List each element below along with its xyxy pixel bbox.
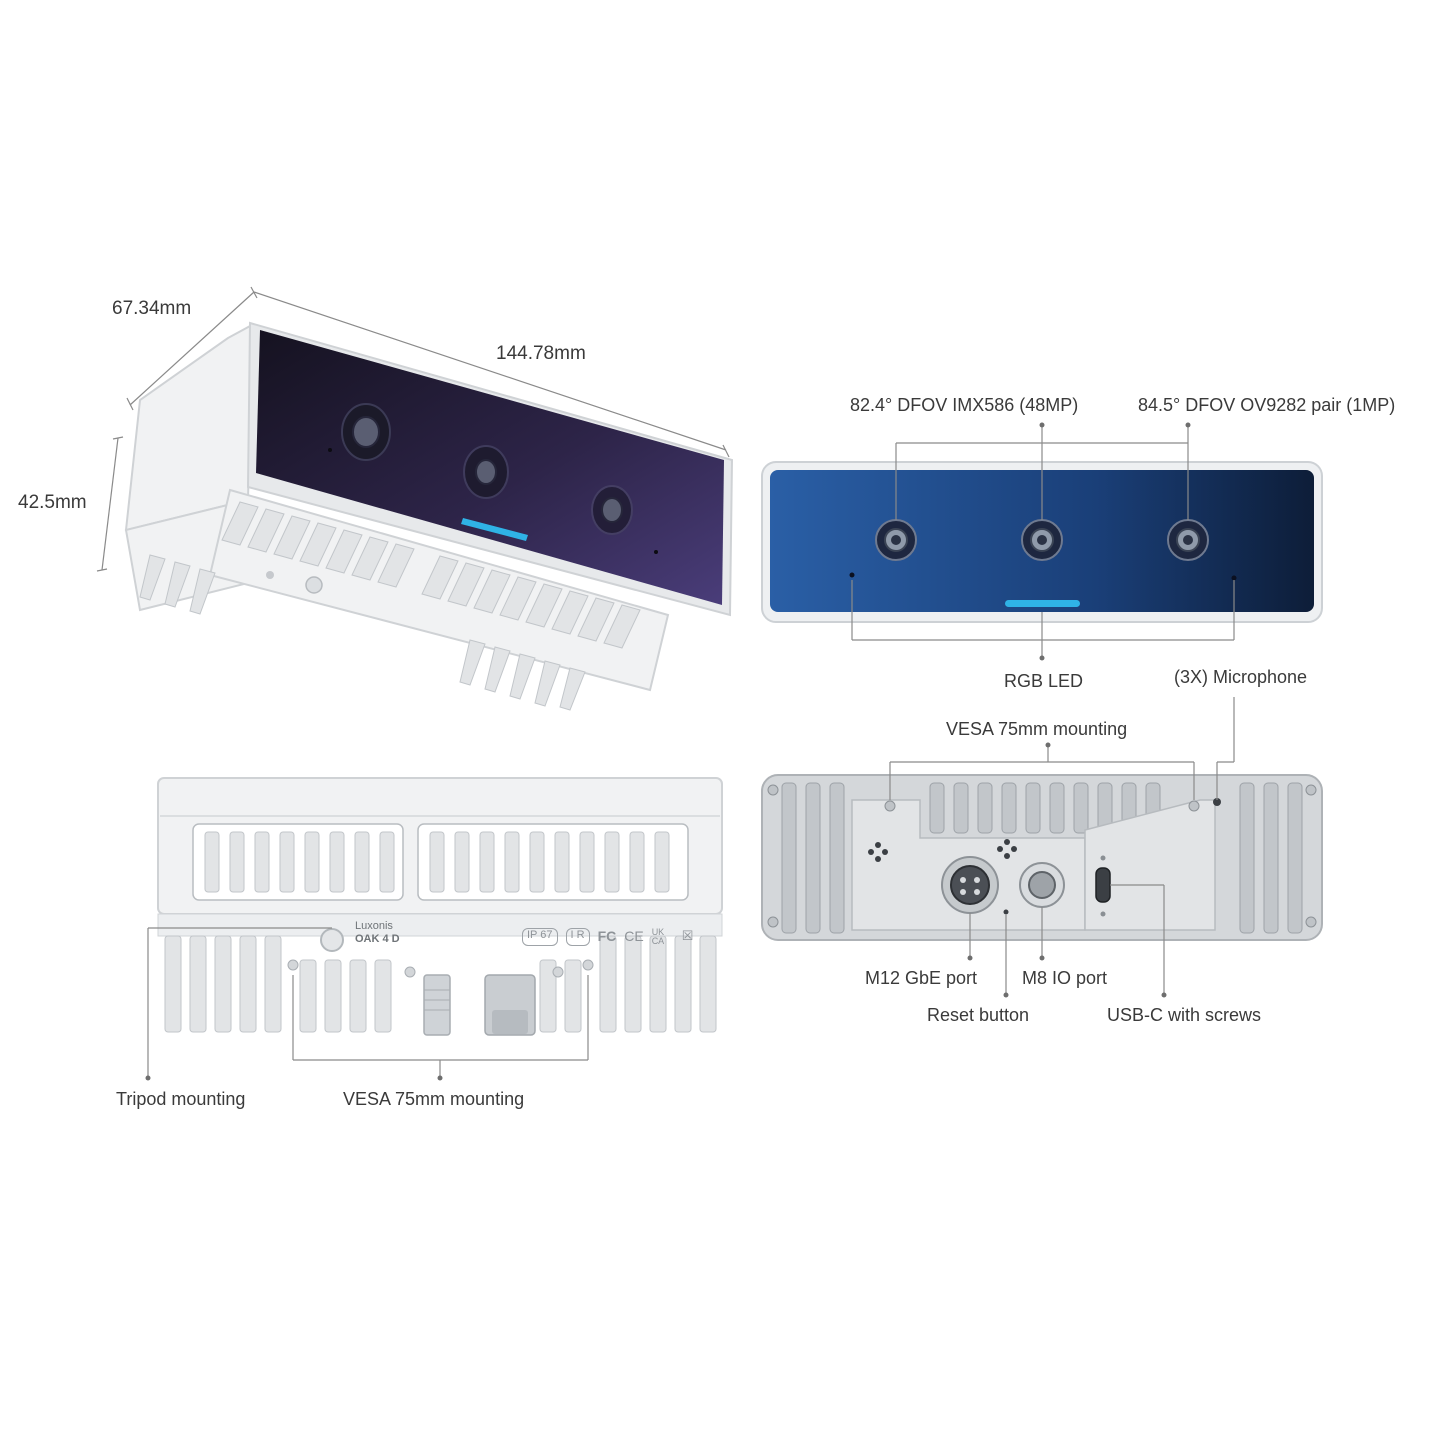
bottom-vesa-label: VESA 75mm mounting (343, 1089, 525, 1109)
bottom-vent-right (417, 823, 689, 901)
cert-ce: CE (624, 928, 644, 944)
microphone-label: (3X) Microphone (1174, 667, 1308, 687)
cert-ir: I R (565, 928, 590, 946)
bottom-brand-text: Luxonis (355, 920, 393, 932)
depth-dimension-label: 67.34mm (112, 298, 192, 319)
usbc-label: USB-C with screws (1107, 1005, 1262, 1025)
mic-dot-right (1231, 575, 1237, 581)
front-view (761, 461, 1323, 623)
bottom-certifications: IP 67 I R FC CE UK CA ☒ (522, 928, 693, 946)
back-reset-button (1003, 909, 1009, 915)
cert-ukca: UK CA (651, 927, 665, 946)
reset-button-label: Reset button (927, 1005, 1030, 1025)
iso-lower-fins (139, 554, 586, 711)
tripod-mounting-label: Tripod mounting (116, 1089, 246, 1109)
bottom-model-text: OAK 4 D (355, 933, 400, 945)
bottom-m12-connector (423, 974, 451, 1036)
m8-port-label: M8 IO port (1022, 968, 1108, 988)
weee-bin-icon: ☒ (681, 928, 694, 943)
bottom-m8-connector (484, 974, 536, 1036)
back-leader-lines (889, 697, 1235, 998)
rgb-sensor-label: 82.4° DFOV IMX586 (48MP) (850, 395, 1079, 415)
back-vent-dots-center (997, 839, 1017, 859)
rgb-led-label: RGB LED (1004, 671, 1084, 691)
back-vesa-label: VESA 75mm mounting (946, 719, 1128, 739)
iso-fins (221, 501, 641, 649)
front-lens-left (875, 519, 917, 561)
cert-ip67: IP 67 (522, 928, 558, 946)
back-vent-dots-left (868, 842, 888, 862)
back-view (761, 774, 1323, 941)
m12-port-label: M12 GbE port (865, 968, 978, 988)
front-lens-center (1021, 519, 1063, 561)
iso-rgb-led (461, 518, 528, 541)
mic-dot-left (849, 572, 855, 578)
stereo-sensor-label: 84.5° DFOV OV9282 pair (1MP) (1138, 395, 1396, 415)
iso-lens-right (591, 485, 633, 535)
height-dimension-label: 42.5mm (18, 492, 87, 513)
iso-lens-center (463, 445, 509, 499)
front-rgb-led (1005, 600, 1080, 607)
back-m12-port (941, 856, 999, 914)
bottom-view (157, 777, 723, 1036)
front-lens-right (1167, 519, 1209, 561)
bottom-lower-fins (164, 935, 717, 1033)
iso-lens-left (341, 403, 391, 461)
back-usbc-port (1095, 867, 1111, 903)
front-leader-lines (851, 422, 1235, 661)
tripod-hole (320, 928, 344, 952)
back-m8-port (1019, 862, 1065, 908)
iso-dimension-lines (96, 286, 730, 572)
back-fins (781, 782, 1303, 934)
cert-fc: FC (597, 928, 617, 944)
width-dimension-label: 144.78mm (496, 343, 586, 364)
bottom-leader-lines (145, 927, 589, 1081)
bottom-vent-left (192, 823, 404, 901)
